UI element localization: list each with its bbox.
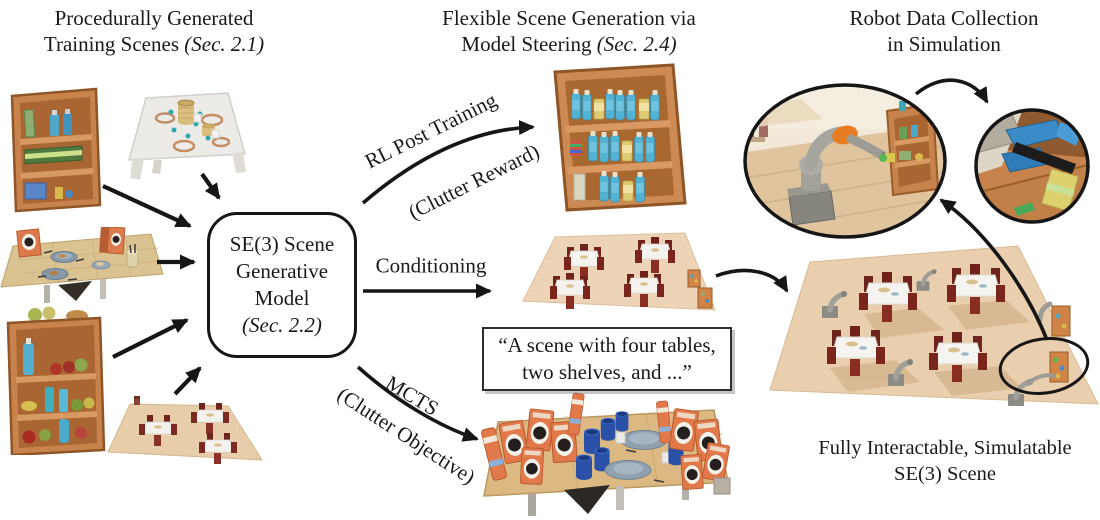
label-conditioning: Conditioning [375,253,487,278]
training-scene-dining-table-image [0,227,164,303]
header-robot-line2: in Simulation [887,31,1001,56]
prompt-line1: “A scene with four tables, [498,333,716,357]
header-training-line1: Procedurally Generated [54,6,254,30]
model-box-line1: SE(3) Scene [229,232,335,256]
header-training-scenes: Procedurally Generated Training Scenes (… [13,6,295,57]
header-steering-line2: Model Steering [461,31,597,56]
header-training-line2: Training Scenes [43,31,185,56]
prompt-line2: two shelves, and ...” [522,360,692,384]
header-steering-sec: (Sec. 2.4) [596,31,677,56]
full-scene-caption: Fully Interactable, Simulatable SE(3) Sc… [790,435,1100,487]
arrow-floor-tables-to-model [173,366,202,396]
training-scene-fruit-shelf-image [6,306,106,455]
output-scene-restaurant-image [522,232,716,311]
restaurant-small-shelves [687,269,713,309]
caption-line2: SE(3) Scene [894,463,996,485]
model-box-line3: Model [254,286,310,310]
header-robot-line1: Robot Data Collection [849,6,1039,30]
header-steering-line1: Flexible Scene Generation via [442,6,696,30]
header-training-sec: (Sec. 2.1) [184,31,265,56]
header-model-steering: Flexible Scene Generation via Model Stee… [419,6,719,57]
robot-closeup-ellipse-image [743,83,947,239]
output-scene-cluttered-bottle-shelf-image [553,63,687,212]
gripper-closeup-circle-image [974,108,1090,224]
label-clutter-reward: (Clutter Reward) [404,138,544,225]
generative-model-box: SE(3) Scene Generative Model (Sec. 2.2) [207,212,357,358]
output-scene-cluttered-table-image [480,392,731,516]
model-box-sec: (Sec. 2.2) [242,313,322,337]
arrow-shelf-games-to-model [102,184,192,228]
label-rl-post-training: RL Post Training [361,87,501,174]
caption-line1: Fully Interactable, Simulatable [818,437,1072,459]
arrow-fruit-shelf-to-model [112,318,189,359]
header-robot-data: Robot Data Collection in Simulation [794,6,1094,57]
grasped-box [1040,168,1080,212]
training-scene-shelf-board-games-image [10,87,102,213]
text-prompt-box: “A scene with four tables, two shelves, … [482,327,732,391]
robot-arm [787,125,895,226]
model-box-line2: Generative [235,259,329,283]
full-scene-image [769,245,1099,420]
training-scene-table-with-rings-image [128,92,246,180]
closeup-shelf [885,99,940,197]
training-scene-floor-tables-image [107,396,263,465]
